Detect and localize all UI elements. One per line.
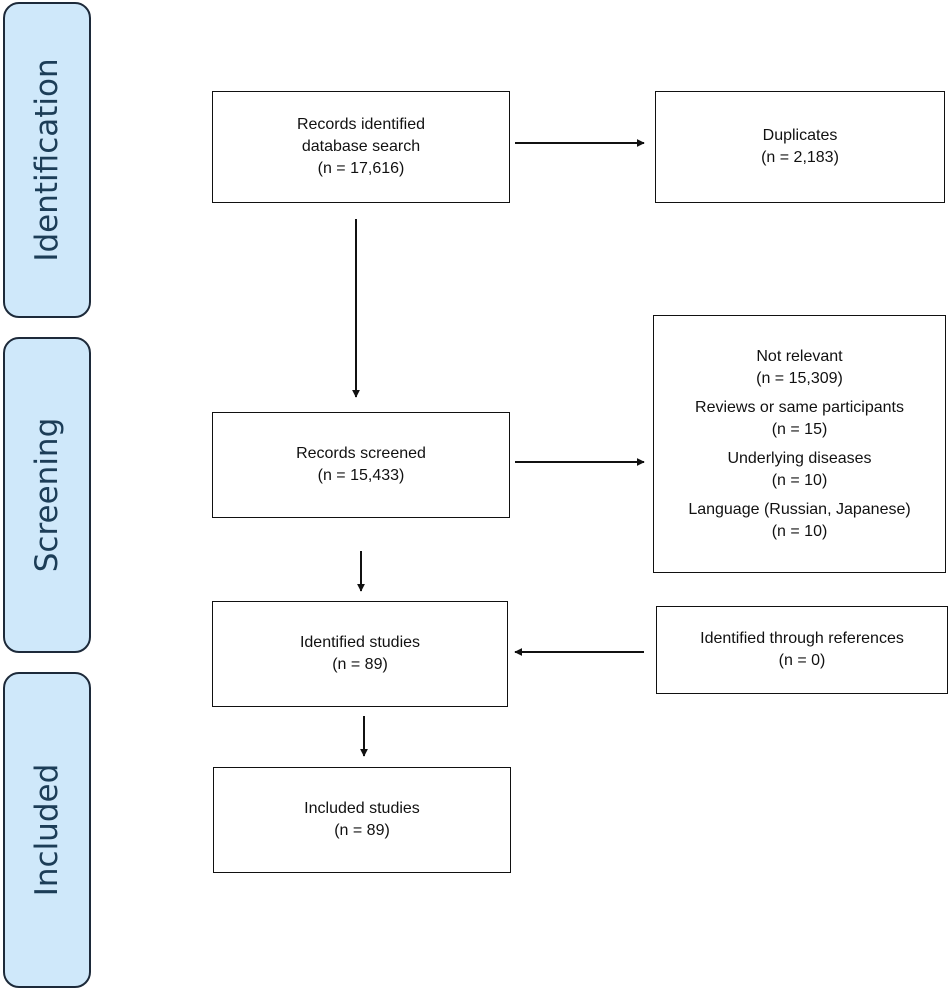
exclusion-label: Language (Russian, Japanese) xyxy=(688,500,911,518)
identified-studies-label: Identified studies xyxy=(299,634,421,651)
stage-screening: Screening xyxy=(3,337,91,653)
records-identified-line1: Records identified xyxy=(296,116,426,133)
exclusion-item: Not relevant (n = 15,309) xyxy=(756,346,843,390)
records-screened-box: Records screened (n = 15,433) xyxy=(212,412,510,518)
duplicates-count: (n = 2,183) xyxy=(761,149,839,166)
references-box: Identified through references (n = 0) xyxy=(656,606,948,694)
identified-studies-box: Identified studies (n = 89) xyxy=(212,601,508,707)
stage-included: Included xyxy=(3,672,91,988)
duplicates-label: Duplicates xyxy=(762,127,838,144)
records-identified-box: Records identified database search (n = … xyxy=(212,91,510,203)
exclusion-count: (n = 15) xyxy=(771,420,828,438)
exclusion-item: Language (Russian, Japanese) (n = 10) xyxy=(688,499,910,543)
exclusions-box: Not relevant (n = 15,309) Reviews or sam… xyxy=(653,315,946,573)
exclusion-count: (n = 15,309) xyxy=(756,369,843,387)
exclusion-label: Not relevant xyxy=(756,347,843,365)
references-label: Identified through references xyxy=(700,630,904,647)
included-studies-box: Included studies (n = 89) xyxy=(213,767,511,873)
records-screened-label: Records screened xyxy=(296,445,426,462)
exclusion-item: Underlying diseases (n = 10) xyxy=(727,448,871,492)
exclusion-count: (n = 10) xyxy=(771,471,828,489)
exclusion-count: (n = 10) xyxy=(771,522,828,540)
records-screened-count: (n = 15,433) xyxy=(317,467,405,484)
references-count: (n = 0) xyxy=(778,652,826,669)
identified-studies-count: (n = 89) xyxy=(332,656,388,673)
exclusion-label: Underlying diseases xyxy=(727,449,872,467)
records-identified-count: (n = 17,616) xyxy=(317,160,405,177)
exclusion-label: Reviews or same participants xyxy=(695,398,904,416)
records-identified-line2: database search xyxy=(301,138,421,155)
stage-identification: Identification xyxy=(3,2,91,318)
duplicates-box: Duplicates (n = 2,183) xyxy=(655,91,945,203)
exclusion-item: Reviews or same participants (n = 15) xyxy=(695,397,904,441)
included-studies-count: (n = 89) xyxy=(334,822,390,839)
included-studies-label: Included studies xyxy=(304,800,420,817)
